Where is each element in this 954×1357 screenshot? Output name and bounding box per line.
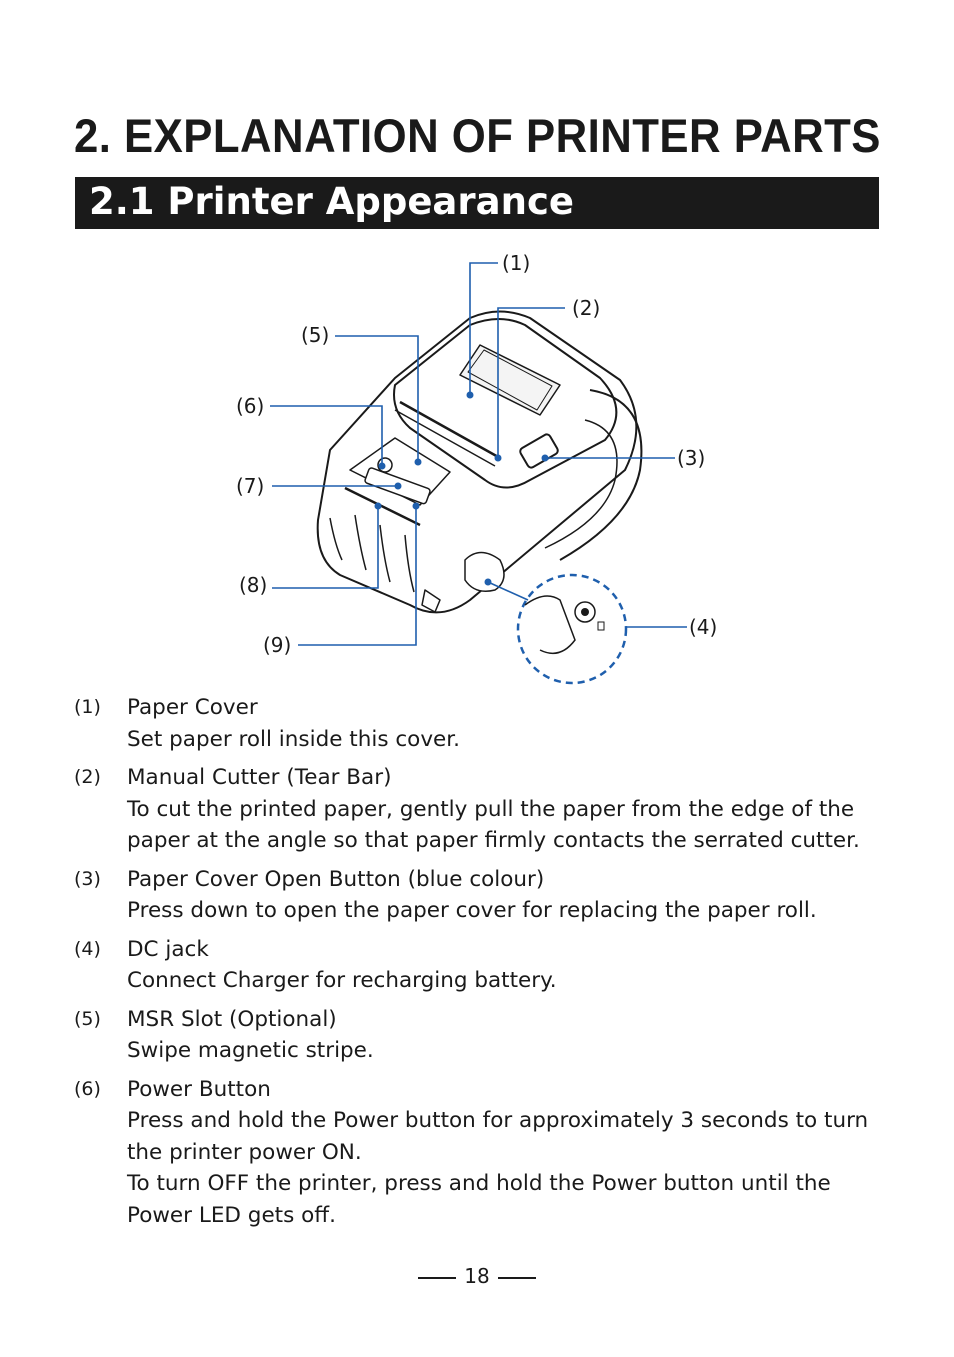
callout-label-3: (3) bbox=[677, 446, 705, 470]
part-name: Power Button bbox=[127, 1076, 271, 1102]
part-description: Press and hold the Power button for appr… bbox=[127, 1108, 869, 1165]
callout-leaders bbox=[270, 262, 687, 646]
chapter-title: 2. EXPLANATION OF PRINTER PARTS bbox=[74, 109, 881, 162]
callout-label-7: (7) bbox=[236, 474, 264, 498]
callout-label-1: (1) bbox=[502, 251, 530, 275]
part-description: Connect Charger for recharging battery. bbox=[127, 968, 557, 993]
part-number: (1) bbox=[74, 696, 101, 718]
footer-rule-right bbox=[497, 1276, 536, 1279]
part-name: MSR Slot (Optional) bbox=[127, 1006, 337, 1032]
callout-label-6: (6) bbox=[236, 394, 264, 418]
part-item: (1) Paper Cover Set paper roll inside th… bbox=[74, 692, 884, 755]
part-name: Paper Cover Open Button (blue colour) bbox=[127, 866, 545, 892]
section-header-bar: 2.1 Printer Appearance bbox=[75, 177, 879, 229]
part-name: DC jack bbox=[127, 936, 209, 962]
part-description: Swipe magnetic stripe. bbox=[127, 1038, 374, 1063]
part-description: Set paper roll inside this cover. bbox=[127, 726, 460, 752]
part-description: To cut the printed paper, gently pull th… bbox=[127, 796, 860, 854]
callout-dots bbox=[374, 391, 549, 586]
part-item: (4) DC jack Connect Charger for rechargi… bbox=[74, 934, 884, 997]
part-number: (3) bbox=[74, 867, 101, 890]
parts-list: (1) Paper Cover Set paper roll inside th… bbox=[74, 692, 884, 1238]
callout-label-8: (8) bbox=[239, 573, 267, 597]
part-number: (5) bbox=[74, 1007, 101, 1030]
page-number: 18 bbox=[464, 1264, 490, 1288]
part-item: (2) Manual Cutter (Tear Bar) To cut the … bbox=[74, 762, 884, 857]
part-description: To turn OFF the printer, press and hold … bbox=[127, 1171, 831, 1228]
footer-rule-left bbox=[418, 1276, 457, 1279]
part-name: Manual Cutter (Tear Bar) bbox=[127, 765, 392, 790]
dc-jack-magnifier bbox=[516, 573, 628, 685]
part-item: (5) MSR Slot (Optional) Swipe magnetic s… bbox=[74, 1004, 884, 1067]
part-description: Press down to open the paper cover for r… bbox=[127, 898, 817, 923]
callout-label-4: (4) bbox=[689, 615, 717, 639]
part-name: Paper Cover bbox=[127, 695, 258, 720]
part-item: (3) Paper Cover Open Button (blue colour… bbox=[74, 864, 884, 927]
page-footer: 18 bbox=[0, 1264, 954, 1288]
printer-illustration bbox=[316, 310, 643, 614]
printer-appearance-figure: (1) (2) (3) (4) (5) (6) (7) (8) (9) bbox=[236, 251, 717, 685]
part-number: (6) bbox=[74, 1077, 101, 1100]
part-number: (4) bbox=[74, 937, 101, 960]
part-number: (2) bbox=[74, 766, 101, 788]
part-item: (6) Power Button Press and hold the Powe… bbox=[74, 1074, 884, 1232]
callout-label-9: (9) bbox=[263, 633, 291, 657]
section-title: 2.1 Printer Appearance bbox=[89, 180, 574, 223]
callout-label-5: (5) bbox=[301, 323, 329, 347]
callout-label-2: (2) bbox=[572, 296, 600, 320]
